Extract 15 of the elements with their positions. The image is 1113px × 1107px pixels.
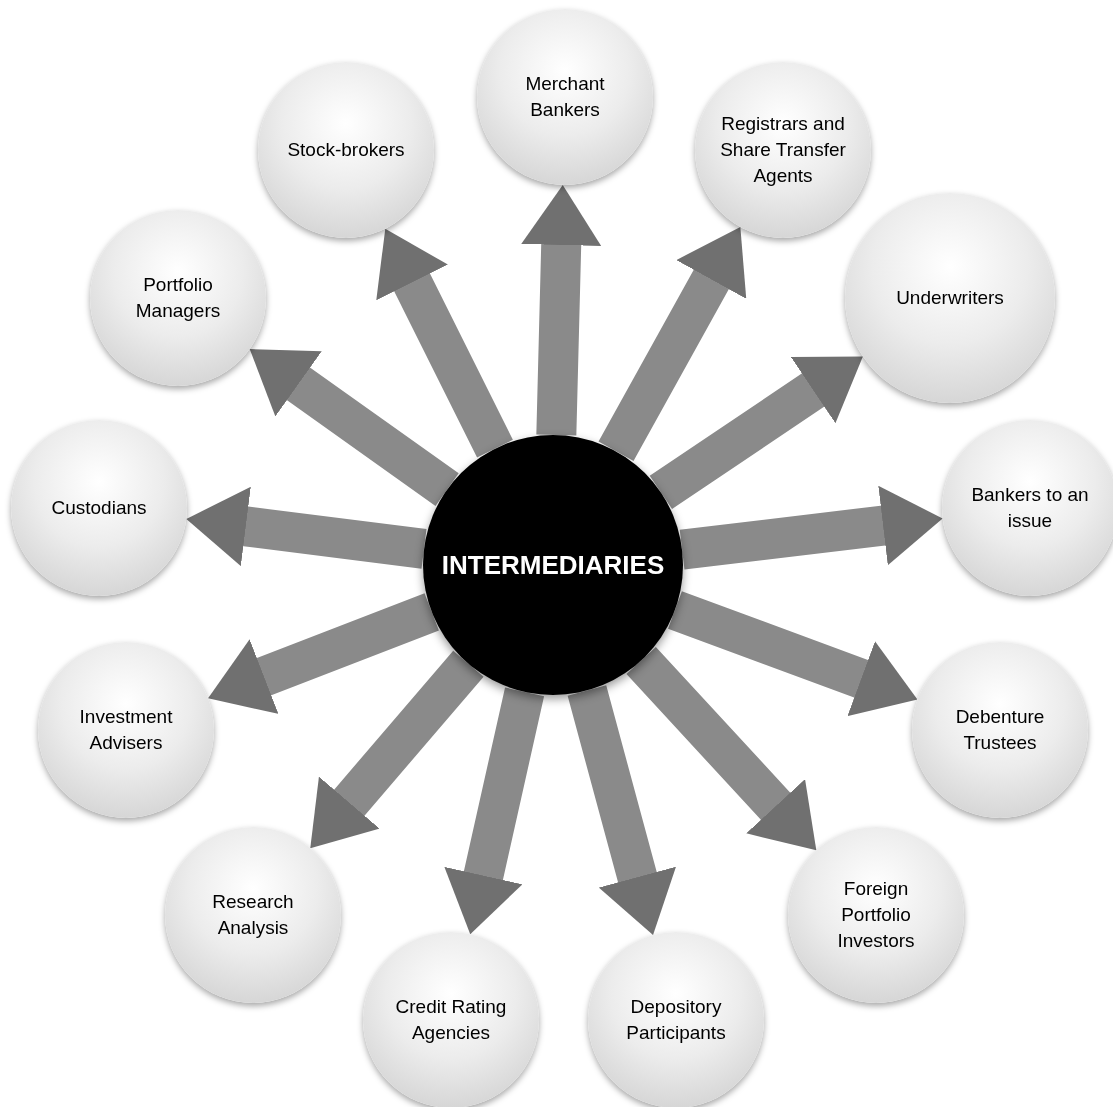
block-arrow — [521, 184, 602, 436]
node-label: Credit Rating Agencies — [394, 995, 508, 1045]
node-label: Debenture Trustees — [954, 705, 1046, 755]
node-label: Investment Advisers — [78, 705, 174, 755]
node-label: Merchant Bankers — [524, 72, 606, 122]
node-label: Stock-brokers — [287, 138, 405, 162]
node-label: Registrars and Share Transfer Agents — [719, 112, 847, 188]
node-label: Portfolio Managers — [134, 273, 222, 323]
node-label: INTERMEDIARIES — [441, 548, 665, 582]
node-label: Custodians — [51, 496, 147, 520]
node-label: Underwriters — [896, 286, 1004, 310]
node-label: Research Analysis — [211, 890, 295, 940]
node-label: Bankers to an issue — [970, 483, 1090, 533]
node-label: Depository Participants — [625, 995, 727, 1045]
node-label: Foreign Portfolio Investors — [836, 877, 916, 953]
